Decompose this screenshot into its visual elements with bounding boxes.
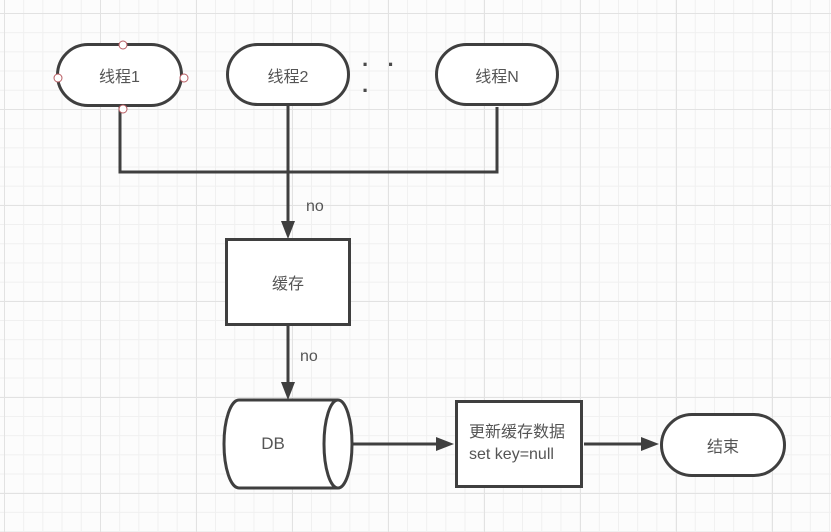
arrowhead-into-db-icon bbox=[281, 382, 295, 400]
node-threadN-label: 线程N bbox=[475, 68, 519, 86]
node-thread1-label: 线程1 bbox=[99, 69, 140, 86]
db-cylinder-icon bbox=[222, 398, 354, 490]
arrowhead-into-cache-icon bbox=[281, 221, 295, 239]
node-thread2-label: 线程2 bbox=[267, 68, 309, 86]
edge-label-no-1[interactable]: no bbox=[306, 198, 324, 215]
edge-thread1-threadN-connector[interactable] bbox=[118, 107, 499, 174]
node-threadN[interactable]: 线程N bbox=[435, 43, 559, 106]
edge-update-to-end[interactable] bbox=[584, 437, 659, 451]
arrowhead-into-end-icon bbox=[641, 437, 659, 451]
edge-label-no-2[interactable]: no bbox=[300, 348, 318, 365]
node-update-cache[interactable]: 更新缓存数据 set key=null bbox=[455, 400, 583, 488]
connection-handle-right[interactable] bbox=[179, 73, 189, 83]
edge-cache-to-db[interactable] bbox=[281, 326, 295, 400]
node-cache[interactable]: 缓存 bbox=[225, 238, 351, 326]
connection-handle-bottom[interactable] bbox=[118, 104, 128, 114]
node-thread1[interactable]: 线程1 bbox=[53, 40, 189, 114]
node-ellipsis-dots[interactable]: · · · bbox=[362, 52, 401, 103]
node-db-label: DB bbox=[261, 434, 285, 453]
edge-db-to-update[interactable] bbox=[353, 437, 454, 451]
node-update-cache-line2: set key=null bbox=[469, 446, 554, 463]
node-end-label: 结束 bbox=[706, 439, 739, 456]
arrowhead-into-update-icon bbox=[436, 437, 454, 451]
node-update-cache-line1: 更新缓存数据 bbox=[469, 424, 566, 441]
node-thread2[interactable]: 线程2 bbox=[226, 43, 350, 106]
node-end[interactable]: 结束 bbox=[660, 413, 786, 477]
node-cache-label: 缓存 bbox=[271, 276, 304, 293]
connection-handle-top[interactable] bbox=[118, 40, 128, 50]
connection-handle-left[interactable] bbox=[53, 73, 63, 83]
node-db[interactable]: DB bbox=[221, 398, 354, 490]
edge-threads-merge[interactable] bbox=[118, 106, 499, 239]
